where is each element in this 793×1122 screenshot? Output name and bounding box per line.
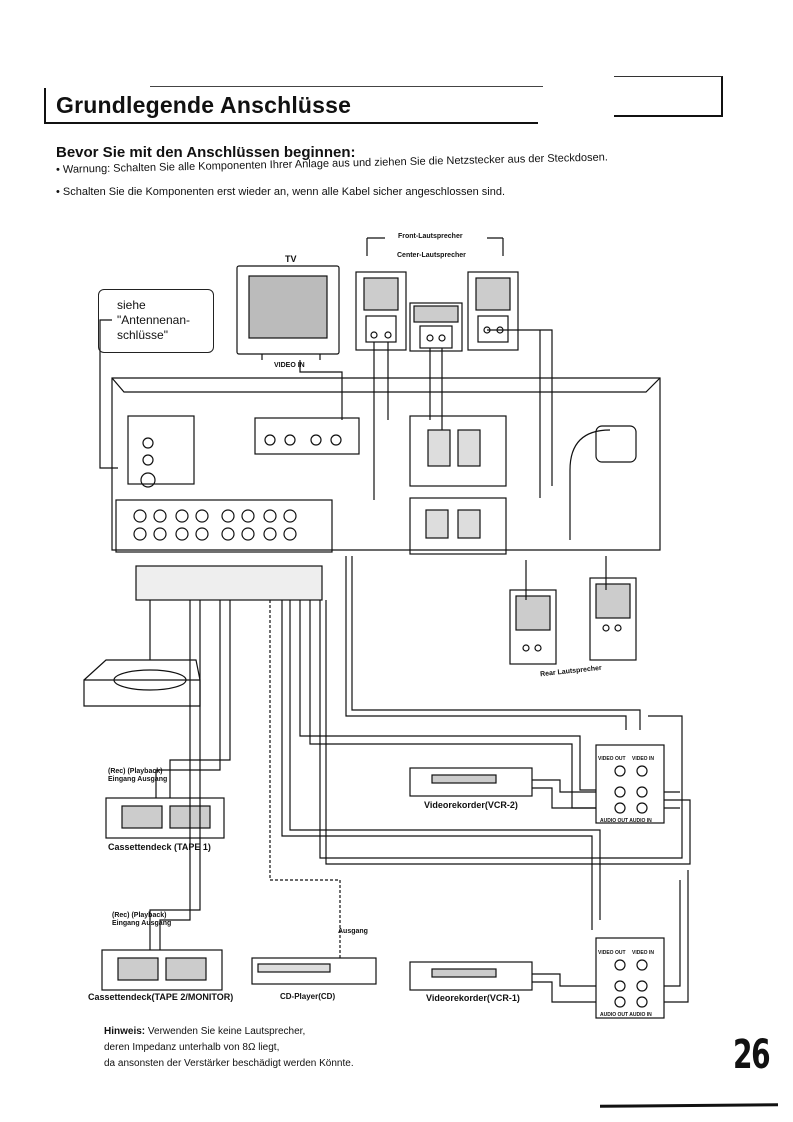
turntable [83, 659, 201, 707]
tape2-rec-label: (Rec) (Playback) [112, 912, 167, 919]
vcr2-video-in-label: VIDEO IN [632, 756, 654, 762]
note-label: Hinweis: [104, 1026, 146, 1037]
rear-speaker-left [589, 577, 637, 661]
page-number: 26 [733, 1032, 771, 1078]
cd-output-label: Ausgang [338, 928, 368, 935]
front-speaker-label: Front-Lautsprecher [398, 233, 463, 240]
surround-speaker-terminals [409, 415, 507, 487]
vcr1-device [409, 961, 533, 991]
center-speaker-label: Center-Lautsprecher [397, 252, 466, 259]
center-speaker [409, 302, 463, 352]
tape2-io-label: Eingang Ausgang [112, 920, 172, 927]
vcr2-device [409, 767, 533, 797]
note-line-3: da ansonsten der Verstärker beschädigt w… [104, 1058, 354, 1069]
corner-frame [614, 76, 723, 117]
vcr2-jack-panel [595, 744, 665, 824]
front-speaker-left [467, 271, 519, 351]
vcr1-video-out-label: VIDEO OUT [598, 950, 626, 956]
tv-body [236, 265, 340, 355]
vcr2-audio-label: AUDIO OUT AUDIO IN [600, 818, 652, 824]
tape1-label: Cassettendeck (TAPE 1) [108, 842, 211, 852]
title-frame [44, 88, 538, 124]
tape1-deck [105, 797, 225, 839]
antenna-terminals [127, 415, 195, 485]
video-jack-panel [254, 417, 360, 455]
front-speaker-terminals [409, 497, 507, 555]
vcr1-jack-panel [595, 937, 665, 1019]
title-top-rule [150, 86, 543, 87]
page-title: Grundlegende Anschlüsse [56, 92, 352, 118]
tape1-rec-label: (Rec) (Playback) [108, 768, 163, 775]
front-speaker-right [355, 271, 407, 351]
receiver-rear-panel [111, 377, 661, 551]
cd-player [251, 957, 377, 985]
tape2-deck [101, 949, 223, 991]
tape2-label: Cassettendeck(TAPE 2/MONITOR) [88, 992, 234, 1002]
vcr1-label: Videorekorder(VCR-1) [426, 993, 520, 1003]
tv-label: TV [285, 254, 297, 264]
cd-label: CD-Player(CD) [280, 992, 336, 1001]
tv-screen [248, 275, 328, 339]
vcr1-audio-label: AUDIO OUT AUDIO IN [600, 1012, 652, 1018]
section-subtitle: Bevor Sie mit den Anschlüssen beginnen: [56, 144, 356, 161]
vcr2-video-out-label: VIDEO OUT [598, 756, 626, 762]
ac-outlet [595, 425, 637, 463]
plug-bundle [135, 565, 323, 601]
vcr2-label: Videorekorder(VCR-2) [424, 800, 518, 810]
tape1-io-label: Eingang Ausgang [108, 776, 168, 783]
note-line-1: Verwenden Sie keine Lautsprecher, [145, 1026, 306, 1037]
note-line-2: deren Impedanz unterhalb von 8Ω liegt, [104, 1042, 280, 1053]
video-in-label: VIDEO IN [274, 362, 305, 369]
rear-speaker-right [509, 589, 557, 665]
antenna-reference-note: siehe "Antennenan- schlüsse" [98, 289, 214, 353]
instruction-bullet: • Schalten Sie die Komponenten erst wied… [56, 186, 506, 198]
audio-jack-panel [115, 499, 333, 553]
impedance-note: Hinweis: Verwenden Sie keine Lautspreche… [104, 1024, 354, 1072]
vcr1-video-in-label: VIDEO IN [632, 950, 654, 956]
